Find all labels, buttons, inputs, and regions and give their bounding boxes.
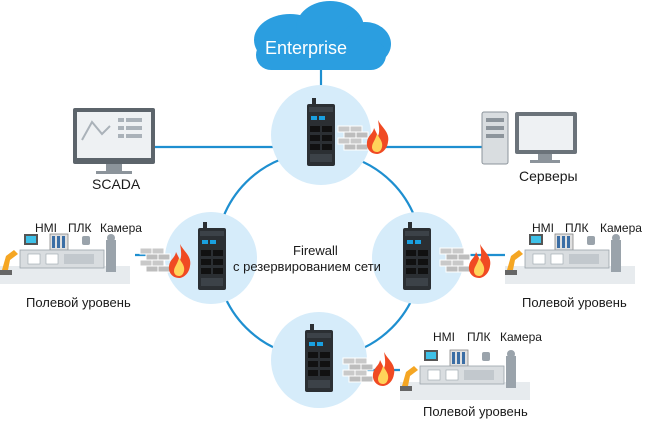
- right-hmi-label: HMI: [532, 221, 554, 235]
- right-plc-label: ПЛК: [565, 221, 589, 235]
- top-fire-icon: [366, 120, 389, 154]
- right-field-equipment-icon: [504, 233, 636, 285]
- bottom-camera-label: Камера: [500, 330, 542, 344]
- scada-monitor-icon: [73, 108, 155, 174]
- left-camera-label: Камера: [100, 221, 142, 235]
- left-firewall-router-icon: [198, 222, 226, 290]
- servers-icon: [481, 111, 577, 165]
- right-camera-label: Камера: [600, 221, 642, 235]
- right-firewall-router-icon: [403, 222, 431, 290]
- left-plc-label: ПЛК: [68, 221, 92, 235]
- top-firewall-router-icon: [307, 98, 335, 166]
- scada-label: SCADA: [92, 176, 141, 192]
- servers-label: Серверы: [519, 168, 578, 184]
- bottom-plc-label: ПЛК: [467, 330, 491, 344]
- left-hmi-label: HMI: [35, 221, 57, 235]
- center-title: Firewall: [293, 243, 338, 258]
- left-field-equipment-icon: [0, 233, 131, 285]
- enterprise-label: Enterprise: [265, 38, 348, 58]
- bottom-firewall-router-icon: [305, 324, 333, 392]
- enterprise-cloud: [254, 1, 391, 70]
- left-field-level-label: Полевой уровень: [26, 295, 131, 310]
- right-fire-icon: [468, 244, 491, 278]
- bottom-hmi-label: HMI: [433, 330, 455, 344]
- center-subtitle: с резервированием сети: [233, 259, 381, 274]
- bottom-field-equipment-icon: [399, 349, 531, 401]
- bottom-field-level-label: Полевой уровень: [423, 404, 528, 419]
- right-field-level-label: Полевой уровень: [522, 295, 627, 310]
- bottom-fire-icon: [372, 352, 395, 386]
